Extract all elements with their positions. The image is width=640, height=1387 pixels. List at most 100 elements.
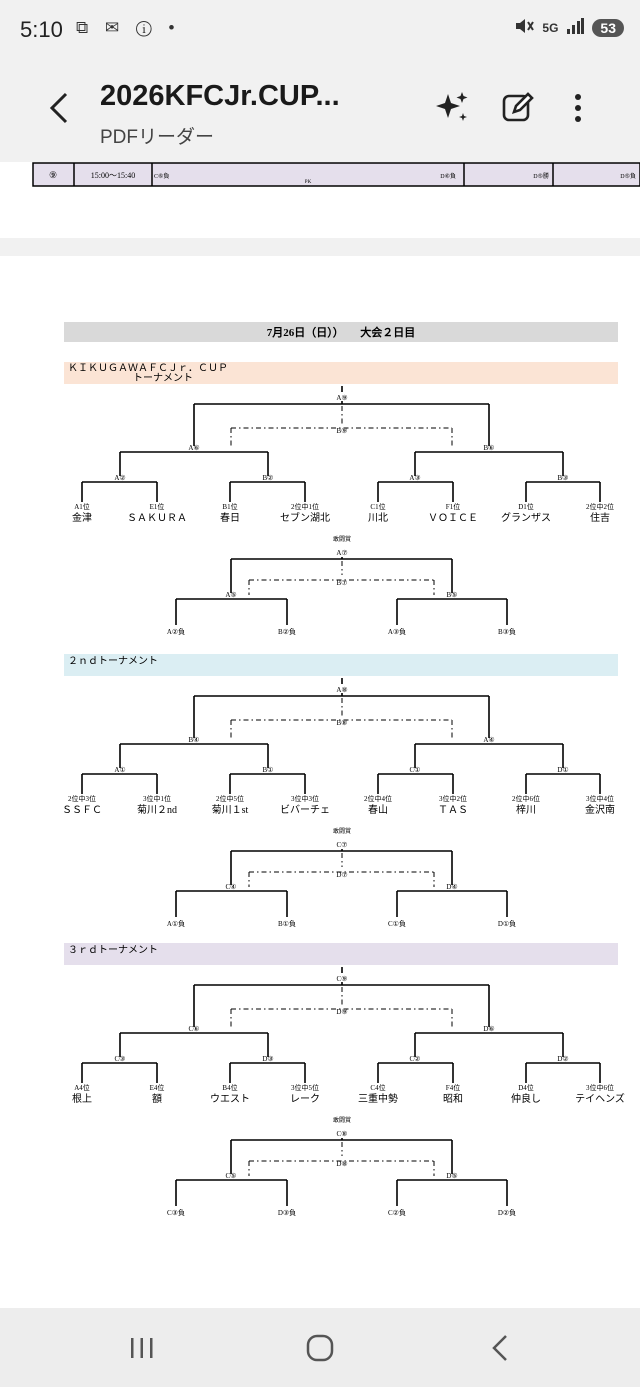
- match-cell: C⑥負: [154, 172, 169, 180]
- team-name: 金津: [72, 511, 92, 524]
- team-name: 金沢南: [585, 803, 615, 816]
- seed-label: 2位中3位: [68, 794, 96, 803]
- seed-label: 3位中6位: [586, 1083, 614, 1092]
- match-number: ⑨: [49, 170, 57, 180]
- consolation-entry: A②負: [167, 627, 185, 636]
- more-options-button[interactable]: [558, 88, 598, 128]
- team-name: ウエスト: [210, 1093, 250, 1105]
- team-name: 仲良し: [511, 1092, 541, 1105]
- edit-icon: [502, 92, 534, 122]
- team-name: 春日: [220, 512, 240, 524]
- status-bar: 5:10 ⧉ ✉ ⓘ • 5G 53: [0, 0, 640, 62]
- quarter-final-label: A①: [114, 766, 125, 774]
- edit-button[interactable]: [498, 88, 538, 128]
- team-name: グランザス: [501, 511, 551, 524]
- seed-label: 3位中3位: [291, 794, 319, 803]
- quarter-final-label: D③: [262, 1055, 273, 1063]
- consolation-semi-label: C④: [226, 883, 237, 891]
- consolation-entry: D③負: [278, 1208, 296, 1217]
- mute-icon: [514, 17, 535, 39]
- battery-indicator: 53: [592, 19, 624, 37]
- seed-label: 3位中4位: [586, 794, 614, 803]
- consolation-final-label: A⑦: [336, 549, 347, 557]
- team-name: 春山: [368, 804, 388, 816]
- team-name: セブン湖北: [280, 511, 330, 524]
- seed-label: 3位中5位: [291, 1083, 319, 1092]
- quarter-final-label: A②: [114, 474, 125, 482]
- seed-label: A4位: [74, 1083, 90, 1092]
- consolation-entry: C②負: [388, 1208, 406, 1217]
- match-time: 15:00～15:40: [91, 171, 135, 180]
- consolation-semi-label: D④: [446, 883, 457, 891]
- team-name: 梓川: [516, 803, 536, 816]
- recent-apps-button[interactable]: [120, 1328, 164, 1368]
- team-name: 額: [152, 1092, 162, 1105]
- section-title: ＫＩＫＵＧＡＷＡＦＣＪｒ．ＣＵＰ: [68, 363, 228, 374]
- quarter-final-label: D①: [557, 766, 568, 774]
- nav-back-icon: [492, 1335, 507, 1361]
- section-title-bar: [64, 654, 618, 676]
- team-name: 菊川２nd: [137, 804, 177, 816]
- final-label: A⑧: [336, 686, 347, 694]
- status-time: 5:10: [20, 17, 63, 42]
- back-button[interactable]: [40, 88, 80, 128]
- app-subtitle: PDFリーダー: [100, 127, 215, 148]
- tournament-brackets: 7月26日（日）） 大会２日目 ＫＩＫＵＧＡＷＡＦＣＪｒ．ＣＵＰトーナメントA⑨…: [62, 322, 625, 1217]
- quarter-final-label: A③: [409, 474, 420, 482]
- consolation-entry: A①負: [167, 919, 185, 928]
- semi-final-label: B④: [189, 736, 200, 744]
- team-name: ＴＡＳ: [438, 805, 468, 816]
- notification-icons: ⧉ ✉ ⓘ •: [76, 18, 181, 37]
- section-title-bar: [64, 362, 618, 384]
- nav-back-button[interactable]: [478, 1328, 522, 1368]
- team-name: ＶＯＩＣＥ: [428, 513, 478, 524]
- seed-label: F4位: [446, 1083, 460, 1092]
- seed-label: A1位: [74, 502, 90, 511]
- consolation-entry: B②負: [278, 627, 296, 636]
- award-label: 敢闘賞: [333, 535, 351, 543]
- back-arrow-icon: [49, 92, 68, 124]
- seed-label: E4位: [150, 1083, 165, 1092]
- consolation-semi-label: D⑤: [446, 1172, 457, 1180]
- semi-final-label: A④: [483, 736, 494, 744]
- section-subtitle: トーナメント: [133, 372, 193, 384]
- match-cell: D⑤負: [620, 172, 636, 180]
- semi-final-label: D⑥: [483, 1025, 494, 1033]
- consolation-semi-label: B⑤: [447, 591, 458, 599]
- seed-label: D1位: [518, 502, 534, 511]
- consolation-final-label: C⑧: [337, 1130, 348, 1138]
- document-title: 2026KFCJr.CUP...: [100, 80, 340, 112]
- ai-sparkle-button[interactable]: [432, 88, 472, 128]
- home-button[interactable]: [298, 1328, 342, 1368]
- award-label: 敢闘賞: [333, 827, 351, 835]
- consolation-entry: D②負: [498, 1208, 516, 1217]
- home-icon: [306, 1334, 334, 1362]
- team-name: ビバーチェ: [280, 804, 330, 816]
- quarter-final-label: C①: [410, 766, 421, 774]
- match-cell: D⑤勝: [533, 172, 549, 180]
- recents-icon: [131, 1338, 153, 1358]
- team-name: 三重中勢: [358, 1092, 398, 1105]
- pdf-page-previous: ⑨ 15:00～15:40 C⑥負 PK D⑥負 D⑤勝 D⑤負: [0, 162, 640, 238]
- award-label: 敢闘賞: [333, 1116, 351, 1124]
- consolation-entry: B③負: [498, 627, 516, 636]
- section-title-bar: [64, 943, 618, 965]
- team-name: 菊川１st: [212, 804, 249, 816]
- seed-label: B4位: [222, 1083, 237, 1092]
- semi-final-label: B⑥: [484, 444, 495, 452]
- seed-label: C1位: [370, 502, 385, 511]
- team-name: 根上: [72, 1092, 92, 1105]
- match-cell: D⑥負: [440, 172, 456, 180]
- team-name: レーク: [290, 1093, 320, 1105]
- seed-label: 2位中1位: [291, 502, 319, 511]
- third-place-label: D⑨: [336, 1008, 347, 1016]
- consolation-entry: A③負: [388, 627, 406, 636]
- quarter-final-label: C③: [115, 1055, 126, 1063]
- section-title: ３ｒｄトーナメント: [68, 944, 158, 956]
- consolation-third-label: B⑦: [337, 579, 348, 587]
- seed-label: 3位中2位: [439, 794, 467, 803]
- third-place-label: B⑧: [337, 719, 348, 727]
- consolation-semi-label: C⑤: [226, 1172, 237, 1180]
- consolation-third-label: D⑦: [336, 871, 347, 879]
